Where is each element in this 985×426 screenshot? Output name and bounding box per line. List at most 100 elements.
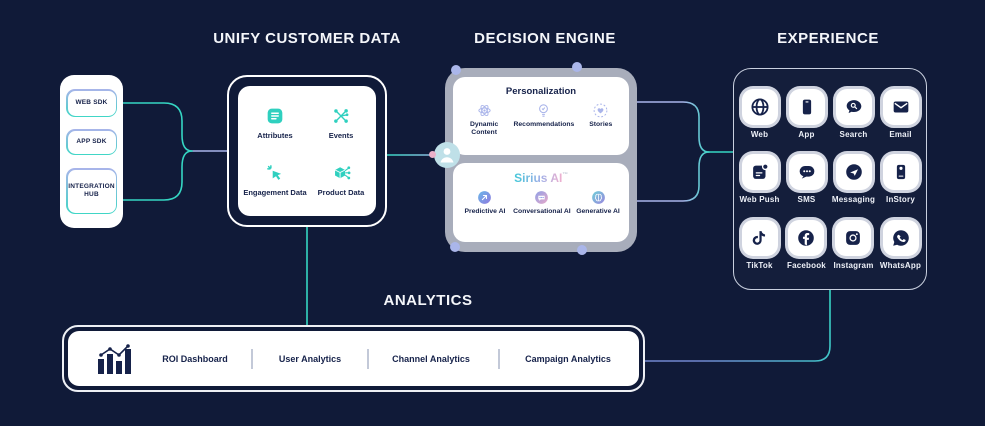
events-label: Events [328, 130, 354, 140]
decision-engine-box: Personalization Dynamic Content [445, 68, 637, 252]
channel-label: SMS [797, 195, 816, 204]
person-icon [440, 148, 454, 163]
send-message-icon [845, 164, 862, 180]
experience-title: EXPERIENCE [777, 30, 879, 47]
channel-tile [788, 154, 825, 190]
channel-search: Search [835, 88, 872, 139]
channel-tile [882, 219, 919, 256]
events-network-icon [334, 108, 349, 123]
customer-profile-badge [434, 142, 460, 168]
campaign-analytics-item: Campaign Analytics [525, 353, 611, 364]
instagram-icon [846, 230, 861, 245]
instory-phone-icon [896, 164, 905, 180]
globe-icon [750, 97, 769, 116]
unify-card: Attributes Events [238, 86, 376, 216]
brain-icon [591, 191, 605, 204]
integration-hub-label: INTEGRATION HUB [67, 169, 116, 213]
unify-customer-data-title: UNIFY CUSTOMER DATA [213, 30, 401, 47]
channel-tile [835, 154, 872, 190]
sirius-ai-card: Sirius AI ™ Predictive AI [453, 163, 629, 242]
search-bubble-icon [846, 99, 861, 113]
bar-chart-icon [98, 343, 131, 374]
sirius-ai-trademark: ™ [562, 172, 568, 178]
channel-tile [835, 219, 872, 256]
connector-dot [577, 245, 587, 255]
product-data-item: Product Data [308, 162, 374, 198]
chat-bubbles-icon [535, 191, 549, 204]
connector-dot [450, 242, 460, 252]
product-data-label: Product Data [317, 187, 365, 197]
user-analytics-item: User Analytics [278, 353, 342, 364]
sirius-ai-title-row: Sirius AI ™ [514, 171, 568, 185]
channel-label: InStory [886, 195, 915, 204]
channel-label: Email [889, 129, 912, 139]
sms-bubble-icon [799, 166, 814, 179]
app-sdk-box: APP SDK [66, 129, 117, 155]
whatsapp-icon [892, 229, 909, 246]
attributes-list-icon [267, 108, 283, 123]
predictive-ai-label: Predictive AI [464, 208, 506, 215]
channel-instory: InStory [882, 154, 919, 204]
channel-sms: SMS [788, 154, 825, 204]
attributes-item: Attributes [242, 105, 308, 141]
channel-label: Facebook [787, 260, 826, 270]
channel-analytics-item: Channel Analytics [392, 353, 470, 364]
conversational-ai-item: Conversational AI [509, 189, 575, 216]
channel-label: Web [750, 129, 769, 139]
channel-tile [882, 154, 919, 190]
lightbulb-icon [539, 104, 549, 117]
recommendations-item: Recommendations [507, 102, 580, 138]
personalization-card: Personalization Dynamic Content [453, 77, 629, 155]
dynamic-content-item: Dynamic Content [461, 102, 507, 138]
channel-tile [835, 88, 872, 125]
unify-customer-data-box: Attributes Events [227, 75, 387, 227]
divider [498, 348, 500, 369]
channel-label: Instagram [833, 260, 874, 270]
atom-icon [477, 104, 491, 117]
product-cube-icon [334, 166, 351, 180]
web-push-icon [752, 163, 769, 179]
badge-accent-dot [429, 151, 436, 158]
sirius-ai-title: Sirius AI [514, 171, 563, 185]
channel-app: App [788, 88, 825, 139]
engagement-data-label: Engagement Data [243, 187, 307, 197]
heart-circle-icon [593, 103, 608, 118]
connector-dot [451, 65, 461, 75]
experience-channels-box: Web App Search [733, 68, 927, 290]
conversational-ai-label: Conversational AI [513, 208, 571, 215]
channel-tile [882, 88, 919, 125]
channel-whatsapp: WhatsApp [879, 219, 922, 270]
channel-email: Email [882, 88, 919, 139]
predictive-arrow-icon [478, 191, 492, 204]
web-sdk-box: WEB SDK [66, 89, 117, 117]
generative-ai-label: Generative AI [576, 208, 620, 215]
channel-label: Search [839, 129, 868, 139]
engagement-data-item: Engagement Data [242, 162, 308, 198]
channel-tiktok: TikTok [741, 219, 778, 270]
analytics-title: ANALYTICS [383, 292, 473, 309]
generative-ai-item: Generative AI [575, 189, 621, 216]
channel-tile [788, 88, 825, 125]
recommendations-label: Recommendations [513, 121, 575, 128]
envelope-icon [893, 101, 908, 112]
stories-label: Stories [589, 121, 613, 128]
channel-tile [741, 88, 778, 125]
channel-tile [741, 154, 778, 190]
channel-web: Web [741, 88, 778, 139]
stories-item: Stories [581, 102, 621, 138]
channel-web-push: Web Push [739, 154, 779, 204]
attributes-label: Attributes [257, 130, 293, 140]
predictive-ai-item: Predictive AI [461, 189, 509, 216]
tiktok-icon [752, 230, 765, 245]
data-sources-panel: WEB SDK APP SDK INTEGRATION HUB [60, 75, 123, 228]
divider [251, 348, 253, 369]
personalization-title: Personalization [505, 86, 577, 97]
roi-dashboard-item: ROI Dashboard [162, 353, 228, 364]
channel-tile [788, 219, 825, 256]
channel-label: WhatsApp [879, 260, 922, 270]
events-item: Events [308, 105, 374, 141]
channel-label: Messaging [831, 195, 876, 204]
channel-tile [741, 219, 778, 256]
decision-engine-title: DECISION ENGINE [474, 30, 616, 47]
